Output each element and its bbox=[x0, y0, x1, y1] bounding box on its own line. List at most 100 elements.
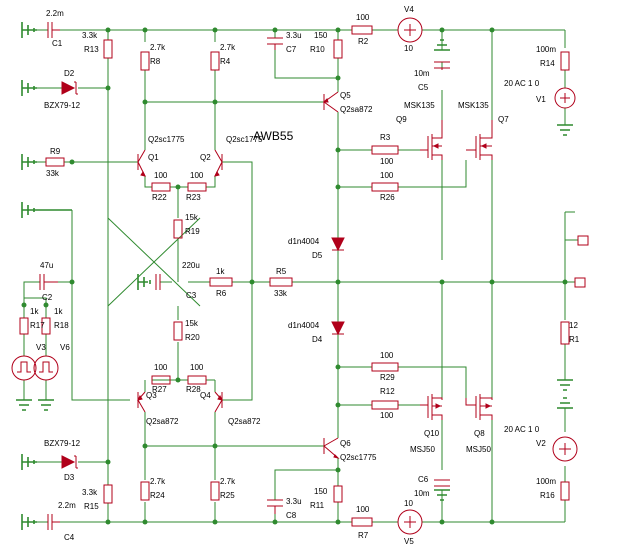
zener-D2 bbox=[61, 81, 78, 95]
Q8-ref: Q8 bbox=[474, 429, 485, 438]
component-shapes bbox=[11, 17, 589, 535]
pulse-source-V6 bbox=[33, 355, 59, 381]
capacitor-C4 bbox=[47, 514, 60, 530]
R16-value: 100m bbox=[536, 477, 556, 486]
resistor-R6 bbox=[209, 277, 233, 287]
R2-value: 100 bbox=[356, 13, 370, 22]
resistor-R29 bbox=[371, 362, 399, 372]
diode-D4 bbox=[331, 321, 345, 336]
R19-value: 15k bbox=[185, 213, 199, 222]
C3-value: 220u bbox=[182, 261, 200, 270]
Q7-ref: Q7 bbox=[498, 115, 509, 124]
R17-ref: R17 bbox=[30, 321, 45, 330]
ground-symbols bbox=[16, 22, 573, 530]
R17-value: 1k bbox=[30, 307, 39, 316]
capacitor-C2 bbox=[39, 274, 58, 290]
C5-ref: C5 bbox=[418, 83, 429, 92]
ground-icon bbox=[21, 154, 37, 170]
R29-ref: R29 bbox=[380, 373, 395, 382]
Q1-value: Q2sc1775 bbox=[148, 135, 185, 144]
wires bbox=[23, 29, 578, 523]
ground-icon bbox=[557, 397, 573, 409]
R3-ref: R3 bbox=[380, 133, 391, 142]
capacitor-C3 bbox=[155, 274, 161, 290]
C5-value: 10m bbox=[414, 69, 430, 78]
R3-value: 100 bbox=[380, 157, 394, 166]
resistor-R24 bbox=[140, 481, 150, 501]
Q4-ref: Q4 bbox=[200, 391, 211, 400]
capacitor-C5 bbox=[434, 61, 450, 70]
R24-ref: R24 bbox=[150, 491, 165, 500]
R8-value: 2.7k bbox=[150, 43, 166, 52]
R10-ref: R10 bbox=[310, 45, 325, 54]
C4-value: 2.2m bbox=[58, 501, 76, 510]
R27-ref: R27 bbox=[152, 385, 167, 394]
R8-ref: R8 bbox=[150, 57, 161, 66]
D4-ref: D4 bbox=[312, 335, 323, 344]
resistor-R20 bbox=[173, 321, 183, 341]
R11-value: 150 bbox=[314, 487, 328, 496]
vout-port bbox=[574, 277, 586, 288]
D2-ref: D2 bbox=[64, 69, 75, 78]
R14-ref: R14 bbox=[540, 59, 555, 68]
R26-ref: R26 bbox=[380, 193, 395, 202]
Q1-ref: Q1 bbox=[148, 153, 159, 162]
R7-value: 100 bbox=[356, 505, 370, 514]
D3-value: BZX79-12 bbox=[44, 439, 81, 448]
ground-icon bbox=[21, 202, 72, 218]
ground-icon bbox=[434, 39, 450, 51]
ground-icon bbox=[557, 124, 573, 136]
R13-value: 3.3k bbox=[82, 31, 98, 40]
capacitor-C1 bbox=[47, 22, 60, 38]
mosfet-Q10 bbox=[420, 394, 443, 420]
resistor-R7 bbox=[351, 517, 373, 527]
R15-value: 3.3k bbox=[82, 488, 98, 497]
V2-ref: V2 bbox=[536, 439, 546, 448]
R15-ref: R15 bbox=[84, 502, 99, 511]
resistor-R10 bbox=[333, 39, 343, 59]
R6-value: 1k bbox=[216, 267, 225, 276]
resistor-R22 bbox=[151, 182, 171, 192]
C8-value: 3.3u bbox=[286, 497, 302, 506]
R23-ref: R23 bbox=[186, 193, 201, 202]
V3-ref: V3 bbox=[36, 343, 46, 352]
resistor-R9 bbox=[45, 157, 65, 167]
diode-D5 bbox=[331, 237, 345, 252]
mosfet-Q7 bbox=[466, 120, 493, 160]
V5-ref: V5 bbox=[404, 537, 414, 546]
Q3-ref: Q3 bbox=[146, 391, 157, 400]
resistor-R11 bbox=[333, 485, 343, 503]
R13-ref: R13 bbox=[84, 45, 99, 54]
ground-icon bbox=[21, 454, 37, 470]
ground-icon bbox=[16, 399, 32, 411]
R25-ref: R25 bbox=[220, 491, 235, 500]
D4-value: d1n4004 bbox=[288, 321, 320, 330]
resistor-R1 bbox=[560, 321, 570, 345]
R5-ref: R5 bbox=[276, 267, 287, 276]
R12-value: 100 bbox=[380, 411, 394, 420]
resistor-R3 bbox=[371, 145, 399, 155]
ground-icon bbox=[21, 80, 37, 96]
Q5-ref: Q5 bbox=[340, 91, 351, 100]
R22-ref: R22 bbox=[152, 193, 167, 202]
labels: AWB55 2.2m C1 3.3k R13 2.7k R8 2.7k R4 3… bbox=[30, 5, 580, 546]
resistor-R12 bbox=[371, 400, 399, 410]
Q2-value: Q2sc1775 bbox=[226, 135, 263, 144]
resistor-R15 bbox=[103, 484, 113, 504]
zener-D3 bbox=[61, 455, 78, 469]
V1-ref: V1 bbox=[536, 95, 546, 104]
R20-ref: R20 bbox=[185, 333, 200, 342]
ground-icon bbox=[557, 379, 573, 391]
capacitor-C7 bbox=[267, 37, 283, 50]
ground-icon bbox=[21, 22, 37, 38]
schematic-title: AWB55 bbox=[253, 129, 294, 143]
R27-value: 100 bbox=[154, 363, 168, 372]
V4-value: 10 bbox=[404, 44, 413, 53]
R11-ref: R11 bbox=[310, 501, 325, 510]
resistor-R28 bbox=[187, 375, 207, 385]
R25-value: 2.7k bbox=[220, 477, 236, 486]
R6-ref: R6 bbox=[216, 289, 227, 298]
C6-ref: C6 bbox=[418, 475, 429, 484]
R24-value: 2.7k bbox=[150, 477, 166, 486]
resistor-R2 bbox=[351, 25, 373, 35]
